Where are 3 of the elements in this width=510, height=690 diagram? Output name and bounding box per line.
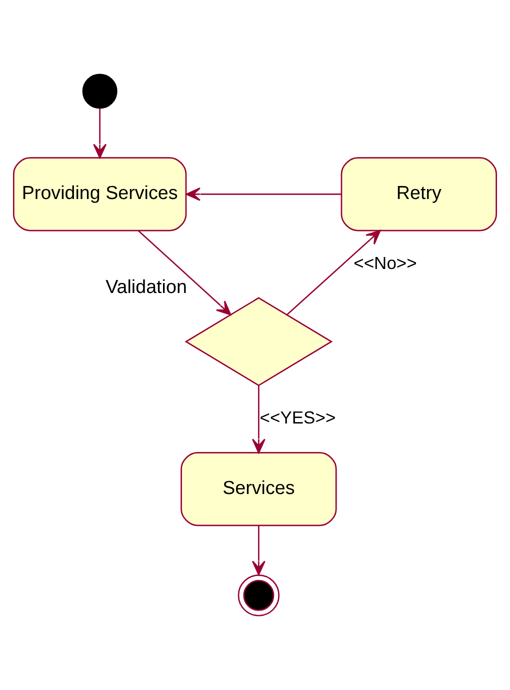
node-label: Validation bbox=[106, 276, 187, 297]
edge-label: <<No>> bbox=[354, 252, 417, 273]
edge-label: <<YES>> bbox=[260, 408, 336, 428]
